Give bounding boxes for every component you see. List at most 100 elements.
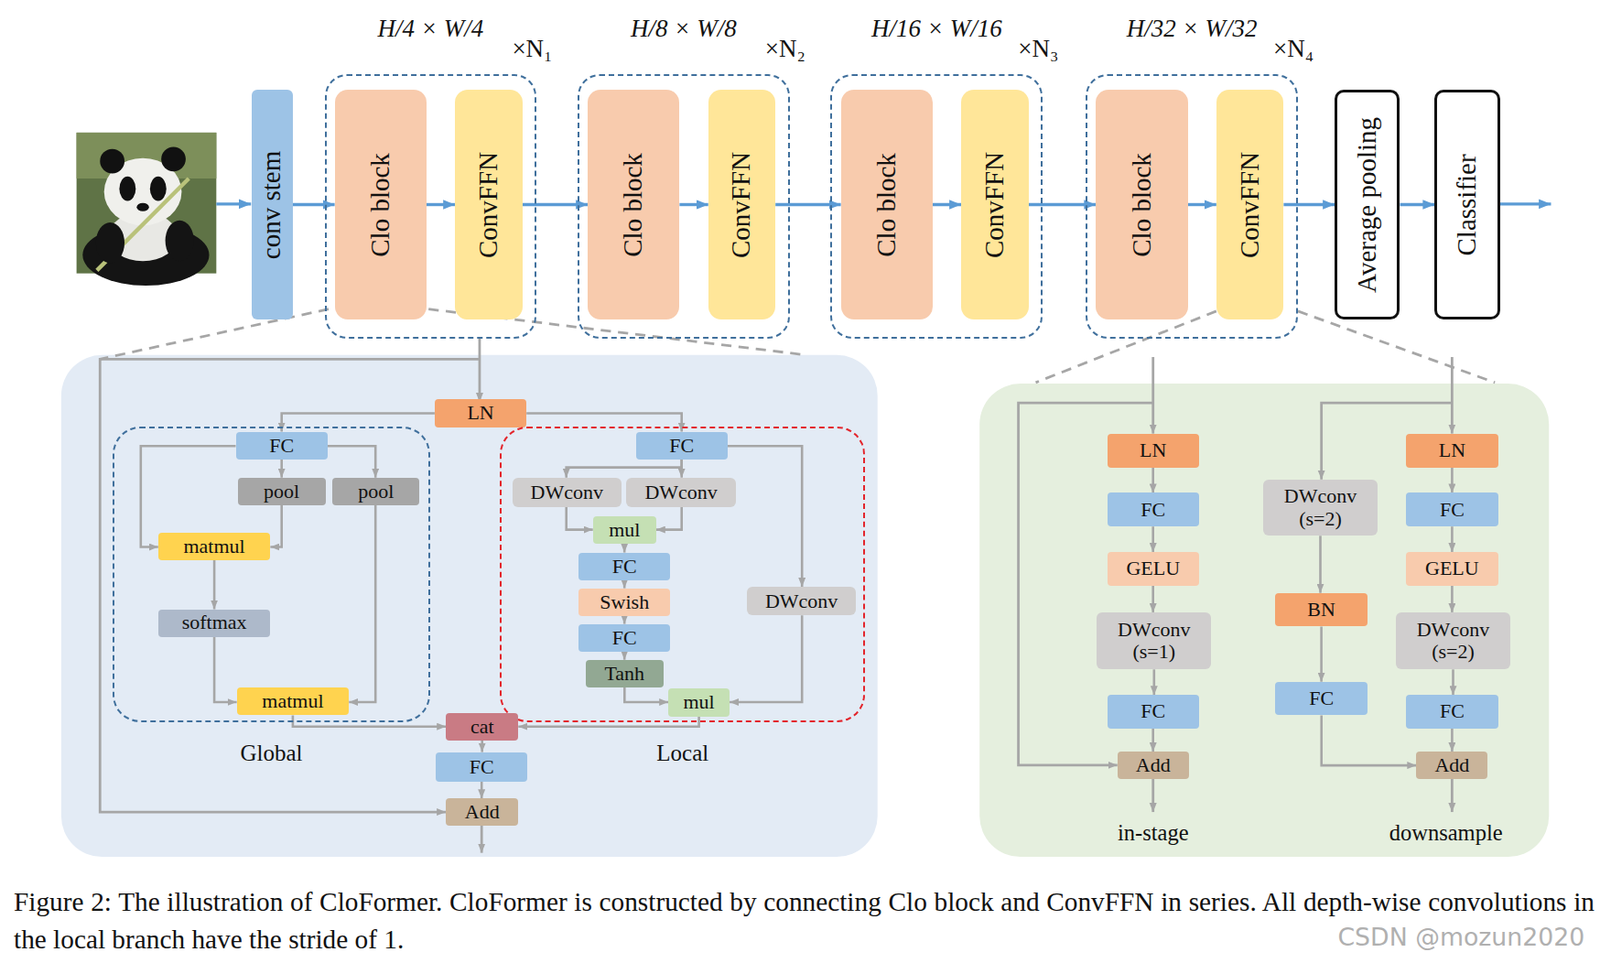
op-label: LN xyxy=(466,401,494,424)
repeat-label: ×N₂ xyxy=(765,35,806,64)
dwconv-box: DWconv xyxy=(746,586,856,616)
activation-box: GELU xyxy=(1107,551,1200,586)
dwconv-box: DWconv xyxy=(512,477,622,508)
repeat-label: ×N₃ xyxy=(1017,35,1059,64)
connector xyxy=(1318,535,1322,593)
op-label: FC xyxy=(1439,700,1465,723)
watermark: CSDN @mozun2020 xyxy=(1337,924,1585,952)
op-label: DWconv (s=2) xyxy=(1284,485,1357,530)
add-box: Add xyxy=(1416,751,1488,779)
mul-box: mul xyxy=(593,516,657,544)
stage-group: H/16 × W/16×N₃Clo blockConvFFN xyxy=(830,74,1043,339)
connector xyxy=(292,203,336,206)
clo-block-box: Clo block xyxy=(1095,89,1188,320)
residual-lines xyxy=(99,338,1452,854)
connector xyxy=(526,413,682,433)
connector xyxy=(624,687,669,703)
local-branch: LocalFCDWconvDWconvmulFCSwishFCTanhDWcon… xyxy=(499,426,865,723)
connector xyxy=(680,459,683,478)
op-label: FC xyxy=(612,555,638,578)
connector xyxy=(1151,585,1155,613)
resolution-label: H/8 × W/8 xyxy=(630,15,737,44)
matmul-box: matmul xyxy=(158,532,271,561)
repeat-label: ×N₁ xyxy=(511,35,552,64)
op-label: Add xyxy=(1135,754,1171,777)
block-label: ConvFFN xyxy=(1235,151,1265,258)
op-label: FC xyxy=(1140,498,1166,521)
dwconv-box: DWconv xyxy=(626,477,736,508)
global-branch: GlobalFCpoolpoolmatmulsoftmaxmatmul xyxy=(112,426,432,723)
op-label: DWconv xyxy=(644,481,717,504)
op-label: mul xyxy=(608,518,640,541)
repeat-label: ×N₄ xyxy=(1273,35,1314,64)
connector xyxy=(1153,669,1157,695)
fc-box: FC xyxy=(578,552,671,581)
global-local-panel xyxy=(61,355,878,857)
block-label: Clo block xyxy=(1127,152,1157,258)
branch-label: Local xyxy=(656,740,709,767)
connector xyxy=(1151,526,1155,552)
resolution-label: H/16 × W/16 xyxy=(871,15,1003,44)
op-label: cat xyxy=(470,715,495,738)
convffn-box: ConvFFN xyxy=(708,89,777,320)
softmax-box: softmax xyxy=(158,609,271,638)
connector xyxy=(327,445,376,478)
op-label: FC xyxy=(669,434,694,457)
fc-box: FC xyxy=(636,432,728,460)
connector xyxy=(1450,728,1454,752)
fc-box: FC xyxy=(578,624,671,652)
head-box: Classifier xyxy=(1434,89,1500,320)
block-label: ConvFFN xyxy=(727,151,757,258)
norm-box: LN xyxy=(1107,433,1200,468)
connector xyxy=(348,505,376,703)
op-label: matmul xyxy=(261,690,324,713)
block-label: ConvFFN xyxy=(474,151,504,258)
branch-label: Global xyxy=(240,740,303,767)
pool-box: pool xyxy=(237,477,326,506)
connector xyxy=(270,505,282,548)
connector xyxy=(623,543,627,552)
connector xyxy=(281,413,435,433)
op-label: FC xyxy=(1439,498,1465,521)
matmul-box: matmul xyxy=(237,687,350,715)
stage-group: H/4 × W/4×N₁Clo blockConvFFN xyxy=(324,74,538,339)
op-label: GELU xyxy=(1125,557,1180,580)
dwconv-box: DWconv (s=1) xyxy=(1096,612,1211,670)
connector xyxy=(1188,203,1217,206)
op-label: FC xyxy=(269,434,294,457)
op-label: DWconv (s=2) xyxy=(1416,618,1490,663)
dwconv-box: DWconv (s=2) xyxy=(1263,479,1378,536)
connector xyxy=(727,445,802,587)
connector xyxy=(213,560,217,610)
fc-box: FC xyxy=(1107,694,1200,729)
connector xyxy=(214,637,238,703)
resolution-label: H/4 × W/4 xyxy=(378,15,485,44)
clo-block-box: Clo block xyxy=(587,89,680,320)
tanh-box: Tanh xyxy=(585,659,664,688)
activation-box: GELU xyxy=(1405,551,1498,586)
op-label: FC xyxy=(469,756,495,779)
connector xyxy=(1450,585,1454,613)
connector xyxy=(1451,669,1455,695)
fc-box: FC xyxy=(1275,681,1367,716)
fc-box: FC xyxy=(1107,492,1200,527)
fc-box: FC xyxy=(236,432,328,460)
op-label: LN xyxy=(1139,439,1167,462)
panda-photo xyxy=(76,132,217,286)
convffn-box: ConvFFN xyxy=(961,89,1029,320)
connector xyxy=(1283,203,1335,206)
conv-stem-box: conv stem xyxy=(251,89,293,320)
op-label: LN xyxy=(1438,439,1466,462)
convffn-box: ConvFFN xyxy=(454,89,523,320)
convffn-box: ConvFFN xyxy=(1216,89,1285,320)
clo-block-box: Clo block xyxy=(335,89,427,320)
op-label: matmul xyxy=(183,535,245,558)
connector xyxy=(1321,715,1417,767)
activation-box: Swish xyxy=(578,588,671,617)
pool-box: pool xyxy=(332,477,420,506)
mul-box: mul xyxy=(668,688,730,716)
head-box: Average pooling xyxy=(1334,89,1400,320)
connector xyxy=(566,507,594,530)
op-label: softmax xyxy=(182,611,248,634)
op-label: BN xyxy=(1307,598,1336,621)
